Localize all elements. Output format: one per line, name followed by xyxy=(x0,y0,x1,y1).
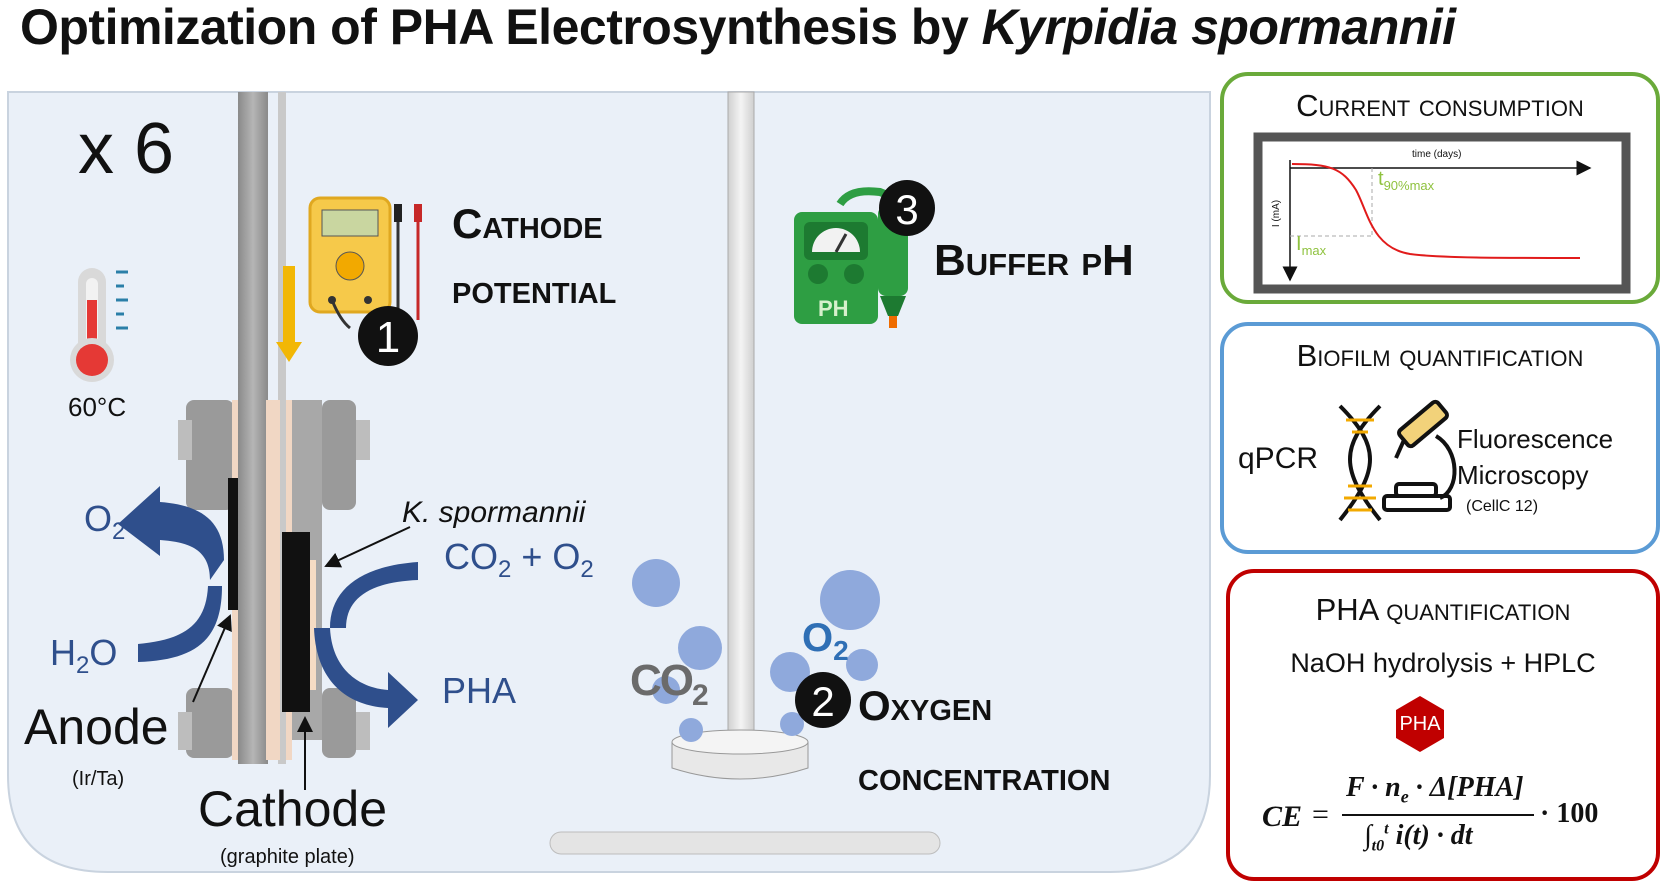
h2o-input-arrow xyxy=(138,586,222,662)
numerator-sub: e xyxy=(1400,786,1409,807)
gas-co2-text: CO xyxy=(630,656,694,705)
anode-plate xyxy=(228,478,238,610)
co2-uptake-arrow xyxy=(330,562,418,628)
t90-main: t xyxy=(1378,168,1384,190)
formula-denominator: ∫t0t i(t) · dt xyxy=(1364,820,1473,856)
page-title: Optimization of PHA Electrosynthesis by … xyxy=(20,0,1660,60)
h2o-sub: 2 xyxy=(76,652,90,680)
dna-icon xyxy=(1338,404,1382,522)
o2-out-sub: 2 xyxy=(112,518,126,546)
step-2-number: 2 xyxy=(811,678,834,725)
formula-ce: CE xyxy=(1262,800,1303,833)
gas-co2-label: CO2 xyxy=(630,656,709,713)
h2o-o: O xyxy=(89,632,118,673)
imax-main: I xyxy=(1296,233,1302,255)
step-1-number: 1 xyxy=(376,313,400,362)
fluorescence-label: Fluorescence xyxy=(1457,424,1614,454)
microscopy-label: Microscopy xyxy=(1457,460,1589,490)
cathode-potential-label-2: potential xyxy=(452,265,617,312)
pha-out-label: PHA xyxy=(442,670,517,711)
o2-out-label: O2 xyxy=(84,498,125,546)
t90-sub: 90%max xyxy=(1383,178,1435,193)
microscope-icon xyxy=(1382,399,1457,512)
cellc-label: (CellC 12) xyxy=(1466,498,1539,515)
o2-release-arrow xyxy=(118,486,224,580)
sparger-rod xyxy=(727,91,755,753)
multimeter-icon xyxy=(308,196,422,330)
anode-material: (Ir/Ta) xyxy=(72,768,125,790)
oxygen-conc-label-1: Oxygen xyxy=(858,682,993,729)
stir-bar xyxy=(549,831,941,855)
denominator-tail: i(t) · dt xyxy=(1388,820,1473,851)
buffer-ph-label: Buffer pH xyxy=(934,236,1134,285)
temperature-label: 60°C xyxy=(68,392,127,422)
step-3-badge xyxy=(879,180,935,236)
qpcr-label: qPCR xyxy=(1238,442,1319,475)
pha-output-arrow xyxy=(314,628,418,728)
anode-pointer xyxy=(192,614,232,703)
pha-badge-hexagon xyxy=(1396,696,1444,752)
chart-t90-label: t90%max xyxy=(1378,168,1434,193)
cathode-label: Cathode xyxy=(198,781,388,837)
co2-o2-label: CO2 + O2 xyxy=(444,536,594,584)
gas-co2-sub: 2 xyxy=(692,678,709,712)
gas-o2-label: O2 xyxy=(802,616,849,667)
thermometer-icon xyxy=(70,268,128,382)
gas-o2-text: O xyxy=(802,616,834,660)
pha-box-title: PHA quantification xyxy=(1315,592,1571,627)
cathode-material: (graphite plate) xyxy=(220,846,355,868)
organism-label: K. spormannii xyxy=(402,496,586,529)
formula-equals: = xyxy=(1312,798,1329,831)
h2o-label: H2O xyxy=(50,632,117,680)
gas-o2-sub: 2 xyxy=(833,635,849,666)
title-organism: Kyrpidia spormannii xyxy=(981,0,1456,55)
integral-sign: ∫ xyxy=(1364,820,1372,851)
cathode-biofilm xyxy=(310,560,316,690)
co2-text: CO xyxy=(444,536,498,577)
imax-sub: max xyxy=(1301,243,1327,258)
integral-to: t xyxy=(1384,820,1389,838)
numerator-text: F · n xyxy=(1346,772,1401,803)
replicates-label: x 6 xyxy=(78,109,175,189)
sparger-top xyxy=(671,729,809,755)
cathode-potential-label-1: Cathode xyxy=(452,200,603,247)
step-3-number: 3 xyxy=(895,186,918,233)
pha-badge-text: PHA xyxy=(1399,713,1441,735)
cathode-plate xyxy=(282,532,310,712)
current-chart-monitor xyxy=(1253,132,1631,294)
chart-imax-label: Imax xyxy=(1296,233,1326,258)
biofilm-box-title: Biofilm quantification xyxy=(1296,338,1584,373)
oxygen-conc-label-2: concentration xyxy=(858,752,1111,799)
title-text: Optimization of PHA Electrosynthesis by xyxy=(20,0,982,55)
ph-meter-icon xyxy=(794,187,908,328)
o2-sub: 2 xyxy=(580,556,594,584)
current-box-title: Current consumption xyxy=(1296,88,1584,123)
chart-y-label: I (mA) xyxy=(1271,199,1283,228)
electron-arrow xyxy=(283,266,295,346)
co2-sub: 2 xyxy=(498,556,512,584)
plus-o2-text: + O xyxy=(511,536,581,577)
pha-method-label: NaOH hydrolysis + HPLC xyxy=(1290,648,1596,678)
electron-arrow-head xyxy=(276,342,302,362)
formula-numerator: F · ne · Δ[PHA] xyxy=(1346,772,1524,808)
chart-x-label: time (days) xyxy=(1412,149,1462,160)
step-1-badge xyxy=(358,306,418,366)
integral-from: t0 xyxy=(1371,837,1385,855)
organism-pointer xyxy=(324,526,411,568)
step-2-badge xyxy=(795,672,851,728)
formula-multiplier: · 100 xyxy=(1540,798,1599,829)
h2o-h: H xyxy=(50,632,76,673)
anode-label: Anode xyxy=(24,699,169,755)
o2-out-text: O xyxy=(84,498,113,539)
numerator-tail: · Δ[PHA] xyxy=(1408,772,1524,803)
chart-current-curve xyxy=(1291,163,1581,259)
ph-meter-text: PH xyxy=(818,296,849,321)
